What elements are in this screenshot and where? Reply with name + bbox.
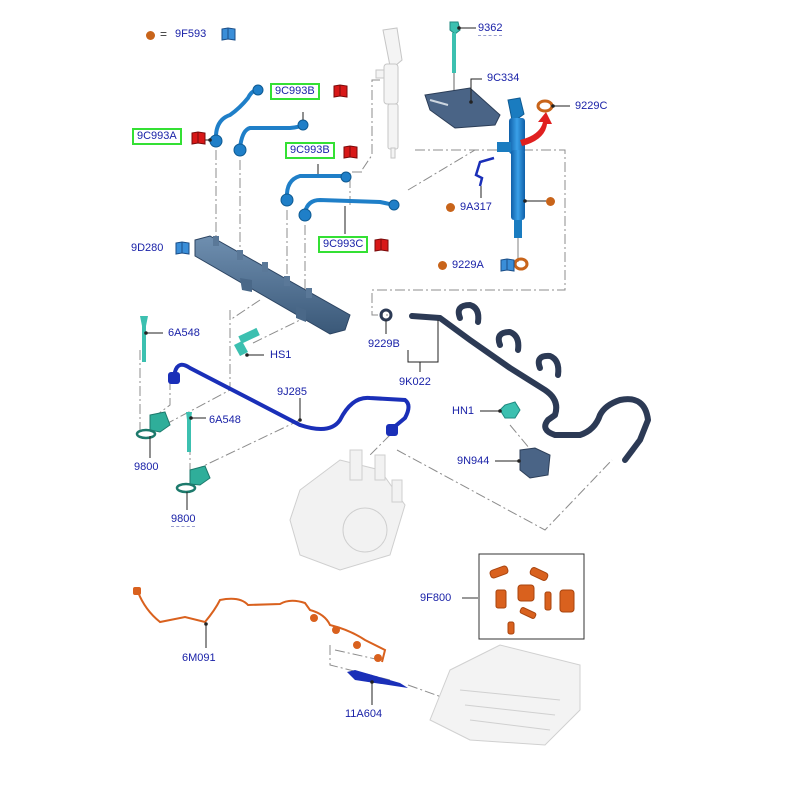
info-book-icon[interactable] [500, 258, 515, 272]
part-marker-dot [446, 203, 455, 212]
legend-part-label[interactable]: 9F593 [175, 28, 207, 40]
return-hose-9k022 [409, 302, 651, 463]
label-9f800[interactable]: 9F800 [420, 592, 452, 604]
clamp-9c334 [424, 87, 501, 129]
sensors-9800 [135, 411, 211, 494]
part-marker-dot-legend [146, 31, 155, 40]
legend-equals: = [160, 27, 168, 41]
label-9229b[interactable]: 9229B [368, 338, 400, 350]
warning-book-icon[interactable] [343, 145, 358, 159]
bolt-hs1 [234, 327, 260, 356]
cap-kit-9f800 [462, 553, 585, 640]
label-9229c[interactable]: 9229C [575, 100, 608, 112]
washer-9229a [513, 257, 529, 271]
fuel-injector [497, 97, 525, 262]
warning-book-icon[interactable] [333, 84, 348, 98]
label-9n944[interactable]: 9N944 [457, 455, 490, 467]
nut-hn1 [499, 401, 521, 419]
label-9c334[interactable]: 9C334 [487, 72, 520, 84]
label-9229a[interactable]: 9229A [452, 259, 484, 271]
label-9c993a[interactable]: 9C993A [132, 128, 182, 145]
info-book-icon[interactable] [221, 27, 236, 41]
removal-direction-arrow [520, 112, 552, 146]
label-hs1[interactable]: HS1 [270, 349, 292, 361]
part-marker-dot [546, 197, 555, 206]
label-9800-b[interactable]: 9800 [171, 513, 196, 527]
label-9d280[interactable]: 9D280 [131, 242, 164, 254]
label-9c993c[interactable]: 9C993C [318, 236, 369, 253]
glow-plug-harness-6m091 [133, 587, 387, 663]
bracket-9n944 [519, 447, 551, 479]
label-6a548-lower[interactable]: 6A548 [209, 414, 241, 426]
washer-9229c [536, 99, 554, 113]
warning-book-icon[interactable] [374, 238, 389, 252]
high-pressure-pump-ghost [289, 449, 406, 571]
label-9362[interactable]: 9362 [478, 22, 503, 36]
fuel-rail-9d280 [194, 235, 351, 335]
label-9c993b-top[interactable]: 9C993B [270, 83, 320, 100]
label-hn1[interactable]: HN1 [452, 405, 475, 417]
warning-book-icon[interactable] [191, 131, 206, 145]
label-11a604[interactable]: 11A604 [345, 708, 383, 720]
seal-9a317 [474, 156, 495, 187]
line-fittings [209, 84, 400, 222]
glow-plug-11a604 [347, 670, 408, 688]
label-9k022[interactable]: 9K022 [399, 376, 431, 388]
label-9j285[interactable]: 9J285 [277, 386, 307, 398]
cylinder-head-ghost [429, 644, 581, 746]
label-9c993b-mid[interactable]: 9C993B [285, 142, 335, 159]
label-6a548-upper[interactable]: 6A548 [168, 327, 200, 339]
bolt-6a548-upper [140, 316, 148, 362]
injector-ghost-reference [375, 27, 403, 159]
part-marker-dot [438, 261, 447, 270]
supply-line-9j285 [168, 362, 411, 436]
label-6m091[interactable]: 6M091 [182, 652, 216, 664]
info-book-icon[interactable] [175, 241, 190, 255]
label-9800-a[interactable]: 9800 [134, 461, 159, 473]
label-9a317[interactable]: 9A317 [460, 201, 492, 213]
